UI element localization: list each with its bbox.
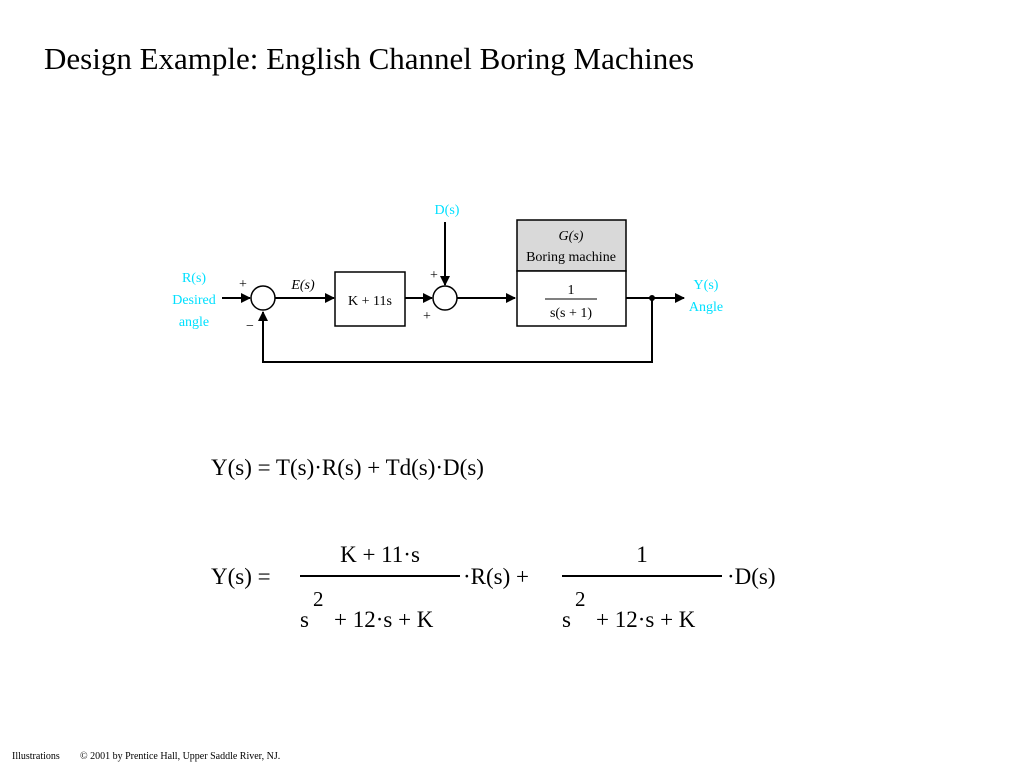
equation-2-lhs: Y(s) = (211, 564, 271, 589)
fraction-2-denominator-rest: + 12·s + K (596, 607, 696, 632)
footer-copyright: © 2001 by Prentice Hall, Upper Saddle Ri… (80, 751, 281, 762)
plant-denominator: s(s + 1) (550, 306, 592, 321)
controller-block (334, 271, 406, 327)
summing-junction-1 (250, 285, 276, 311)
fraction-1-numerator: K + 11·s (340, 542, 420, 567)
output-symbol: Y(s) (694, 278, 719, 293)
fraction-1-denominator-exponent: 2 (313, 587, 324, 611)
sum2-plus-top: + (430, 268, 438, 283)
fraction-1-denominator-rest: + 12·s + K (334, 607, 434, 632)
error-label: E(s) (290, 278, 315, 293)
footer-illustrations: Illustrations (12, 751, 60, 762)
fraction-1-denominator-base: s (300, 607, 309, 632)
plant-numerator: 1 (568, 283, 575, 298)
fraction-2-bar (562, 575, 722, 577)
plant-description: Boring machine (526, 250, 616, 265)
feedback-path (258, 298, 653, 363)
sum2-plus-bottom: + (423, 309, 431, 324)
equation-1: Y(s) = T(s)·R(s) + Td(s)·D(s) (211, 455, 484, 480)
equation-2-middle: ·R(s) + (463, 564, 529, 589)
sum1-plus-sign: + (239, 277, 247, 292)
controller-label: K + 11s (348, 294, 392, 309)
fraction-1-bar (300, 575, 460, 577)
equation-2-tail: ·D(s) (727, 564, 776, 589)
summing-junction-2 (432, 285, 458, 311)
fraction-2-numerator: 1 (636, 542, 648, 567)
fraction-2-denominator-base: s (562, 607, 571, 632)
disturbance-label: D(s) (435, 203, 460, 218)
plant-name: G(s) (559, 229, 584, 244)
input-label-line2: angle (179, 315, 209, 330)
input-symbol: R(s) (182, 271, 206, 286)
output-label: Angle (689, 300, 723, 315)
slide-title: Design Example: English Channel Boring M… (44, 41, 695, 76)
input-label-line1: Desired (172, 293, 216, 308)
sum1-minus-sign: − (246, 319, 254, 334)
fraction-2-denominator-exponent: 2 (575, 587, 586, 611)
